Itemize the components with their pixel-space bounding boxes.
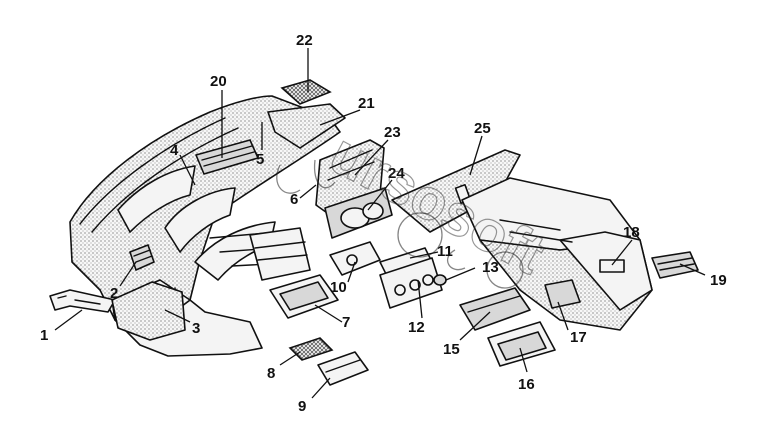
- callout-17: 17: [570, 329, 587, 346]
- watermark-ursosoft: [276, 159, 524, 289]
- callout-4: 4: [170, 142, 179, 159]
- callout-21: 21: [358, 95, 375, 112]
- part-9-switch-block: [317, 351, 369, 386]
- callout-9: 9: [298, 398, 306, 415]
- part-19-rear-vent: [651, 251, 699, 279]
- callout-24: 24: [388, 165, 405, 182]
- callout-22: 22: [296, 32, 313, 49]
- part-13-knob: [433, 274, 447, 286]
- part-8-switch-grille: [288, 337, 334, 361]
- part-15-storage-tray: [459, 287, 531, 331]
- callout-10: 10: [330, 279, 347, 296]
- part-18-center-console: [461, 177, 653, 331]
- leader-lines: [54, 48, 706, 399]
- callout-1: 1: [40, 327, 48, 344]
- part-17-console-vent: [544, 279, 581, 309]
- part-7-ashtray: [269, 274, 339, 319]
- callout-6: 6: [290, 191, 298, 208]
- callout-16: 16: [518, 376, 535, 393]
- callout-3: 3: [192, 320, 200, 337]
- callout-13: 13: [482, 259, 499, 276]
- part-3-lower-side-panel: [111, 281, 186, 341]
- callout-8: 8: [267, 365, 275, 382]
- callout-19: 19: [710, 272, 727, 289]
- callout-labels: 1 2 3 4 5 6 7 8 9 10 11 12 13 15 16 17 1…: [40, 32, 727, 415]
- callout-2: 2: [110, 285, 118, 302]
- part-22-speaker-grille: [280, 79, 332, 105]
- callout-11: 11: [437, 243, 453, 260]
- callout-7: 7: [342, 314, 350, 331]
- part-10-control-panel: [329, 241, 381, 276]
- callout-12: 12: [408, 319, 425, 336]
- part-21-top-cover: [267, 103, 346, 149]
- part-16-lower-tray: [487, 321, 556, 367]
- callout-5: 5: [256, 151, 264, 168]
- callout-23: 23: [384, 124, 401, 141]
- callout-20: 20: [210, 73, 227, 90]
- callout-15: 15: [443, 341, 460, 358]
- callout-25: 25: [474, 120, 491, 137]
- callout-18: 18: [623, 224, 640, 241]
- part-1-bracket: [49, 289, 116, 313]
- part-12-radio-faceplate: [379, 257, 443, 309]
- part-20-upper-vent: [195, 139, 259, 175]
